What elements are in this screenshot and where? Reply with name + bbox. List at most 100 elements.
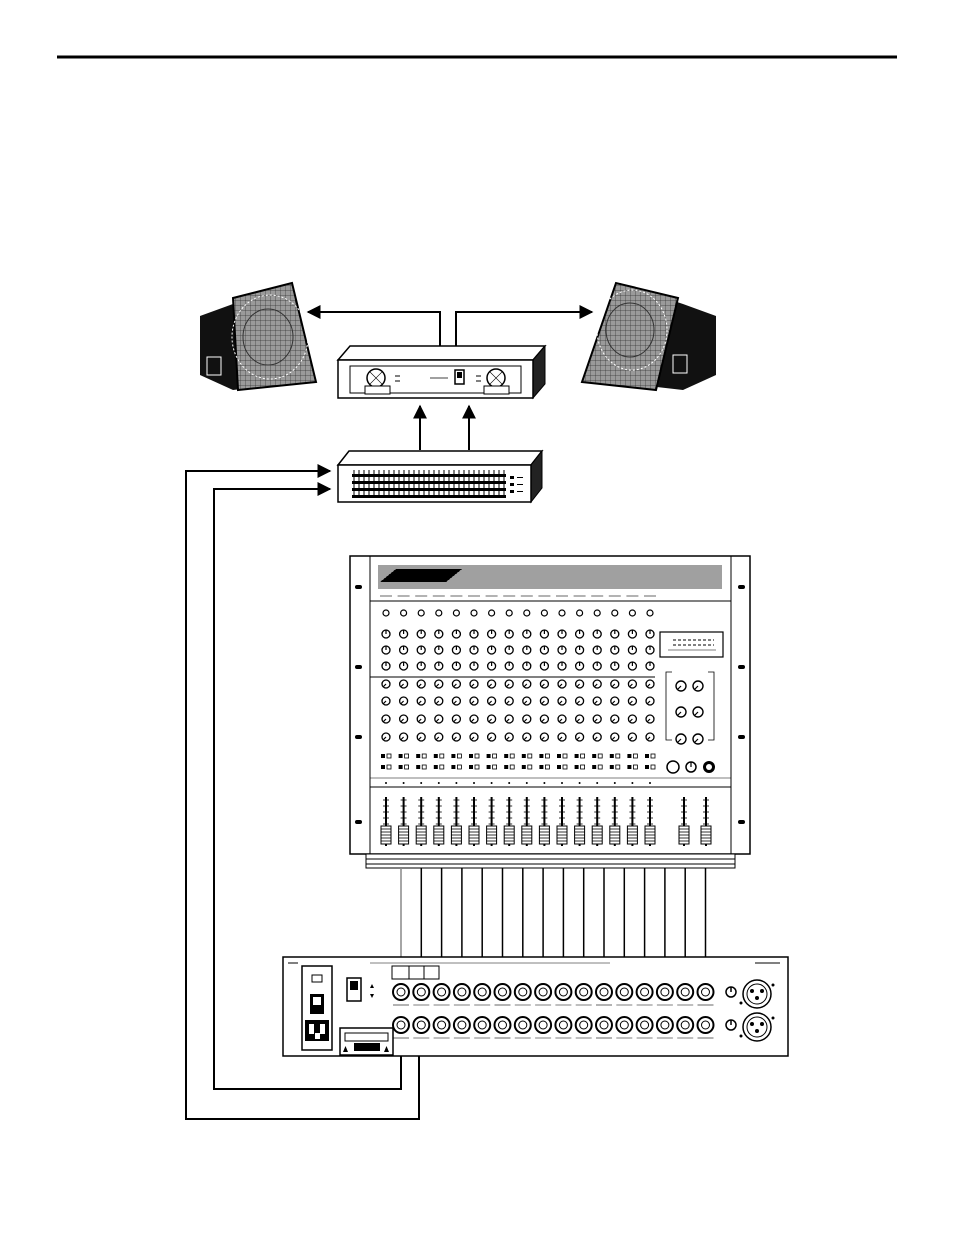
rear-jack-hole — [661, 988, 669, 996]
channel-led-icon — [598, 765, 602, 769]
rear-jack-hole — [559, 988, 567, 996]
mixer-rear-panel — [283, 957, 788, 1056]
channel-dot — [455, 782, 457, 784]
channel-trim-icon — [629, 610, 635, 616]
channel-dot — [649, 782, 651, 784]
rear-jack-hole — [417, 1021, 425, 1029]
channel-button-icon — [469, 754, 473, 758]
channel-button-icon — [557, 765, 561, 769]
channel-led-icon — [510, 765, 514, 769]
channel-trim-icon — [489, 610, 495, 616]
channel-button-icon — [522, 754, 526, 758]
channel-trim-icon — [383, 610, 389, 616]
channel-led-icon — [387, 754, 391, 758]
channel-button-icon — [610, 765, 614, 769]
channel-button-icon — [451, 765, 455, 769]
channel-dot — [526, 782, 528, 784]
rear-jack-hole — [620, 1021, 628, 1029]
rear-jack-hole — [458, 988, 466, 996]
rear-jack-hole — [580, 988, 588, 996]
channel-trim-icon — [541, 610, 547, 616]
channel-button-icon — [575, 765, 579, 769]
channel-dot — [473, 782, 475, 784]
eq-slider-caps-row — [352, 474, 506, 477]
channel-led-icon — [545, 754, 549, 758]
channel-led-icon — [475, 765, 479, 769]
channel-led-icon — [457, 754, 461, 758]
channel-led-icon — [616, 765, 620, 769]
channel-led-icon — [563, 765, 567, 769]
phones-level-knob-icon — [667, 761, 679, 773]
channel-button-icon — [487, 765, 491, 769]
channel-led-icon — [581, 765, 585, 769]
channel-button-icon — [645, 754, 649, 758]
rear-jack-hole — [458, 1021, 466, 1029]
channel-button-icon — [504, 765, 508, 769]
channel-dot — [385, 782, 387, 784]
rear-jack-hole — [681, 988, 689, 996]
rear-jack-hole — [478, 988, 486, 996]
rear-jack-hole — [499, 1021, 507, 1029]
channel-led-icon — [422, 754, 426, 758]
phones-jack-hole — [706, 764, 712, 770]
channel-button-icon — [399, 754, 403, 758]
channel-trim-icon — [594, 610, 600, 616]
rear-jack-hole — [397, 1021, 405, 1029]
channel-button-icon — [504, 754, 508, 758]
channel-led-icon — [493, 765, 497, 769]
rear-jack-hole — [641, 1021, 649, 1029]
channel-dot — [403, 782, 405, 784]
channel-trim-icon — [436, 610, 442, 616]
channel-dot — [579, 782, 581, 784]
channel-button-icon — [381, 765, 385, 769]
rear-jack-hole — [438, 1021, 446, 1029]
channel-led-icon — [598, 754, 602, 758]
channel-led-icon — [422, 765, 426, 769]
channel-dot — [614, 782, 616, 784]
rear-jack-hole — [397, 988, 405, 996]
channel-led-icon — [440, 754, 444, 758]
channel-led-icon — [616, 754, 620, 758]
channel-button-icon — [522, 765, 526, 769]
rear-jack-hole — [559, 1021, 567, 1029]
rear-jack-hole — [661, 1021, 669, 1029]
channel-led-icon — [405, 765, 409, 769]
channel-button-icon — [539, 765, 543, 769]
channel-trim-icon — [612, 610, 618, 616]
channel-button-icon — [592, 765, 596, 769]
rear-jack-hole — [641, 988, 649, 996]
rear-jack-hole — [417, 988, 425, 996]
rear-jack-hole — [600, 988, 608, 996]
channel-led-icon — [651, 754, 655, 758]
channel-led-icon — [405, 754, 409, 758]
channel-led-icon — [545, 765, 549, 769]
rear-jack-hole — [600, 1021, 608, 1029]
speaker-right — [582, 283, 716, 390]
channel-button-icon — [627, 765, 631, 769]
rear-jack-hole — [438, 988, 446, 996]
channel-trim-icon — [418, 610, 424, 616]
channel-led-icon — [475, 754, 479, 758]
channel-button-icon — [399, 765, 403, 769]
rear-jack-hole — [478, 1021, 486, 1029]
rear-jack-hole — [539, 1021, 547, 1029]
channel-dot — [596, 782, 598, 784]
channel-button-icon — [416, 765, 420, 769]
channel-led-icon — [633, 765, 637, 769]
channel-led-icon — [633, 754, 637, 758]
rear-jack-hole — [702, 988, 710, 996]
channel-dot — [438, 782, 440, 784]
rear-jack-hole — [702, 1021, 710, 1029]
channel-button-icon — [434, 765, 438, 769]
channel-button-icon — [575, 754, 579, 758]
graphic-equalizer — [338, 451, 542, 502]
channel-trim-icon — [577, 610, 583, 616]
speaker-left — [200, 283, 316, 390]
channel-led-icon — [493, 754, 497, 758]
channel-button-icon — [416, 754, 420, 758]
channel-button-icon — [610, 754, 614, 758]
rear-jack-hole — [620, 988, 628, 996]
channel-button-icon — [451, 754, 455, 758]
power-amplifier — [338, 346, 545, 398]
